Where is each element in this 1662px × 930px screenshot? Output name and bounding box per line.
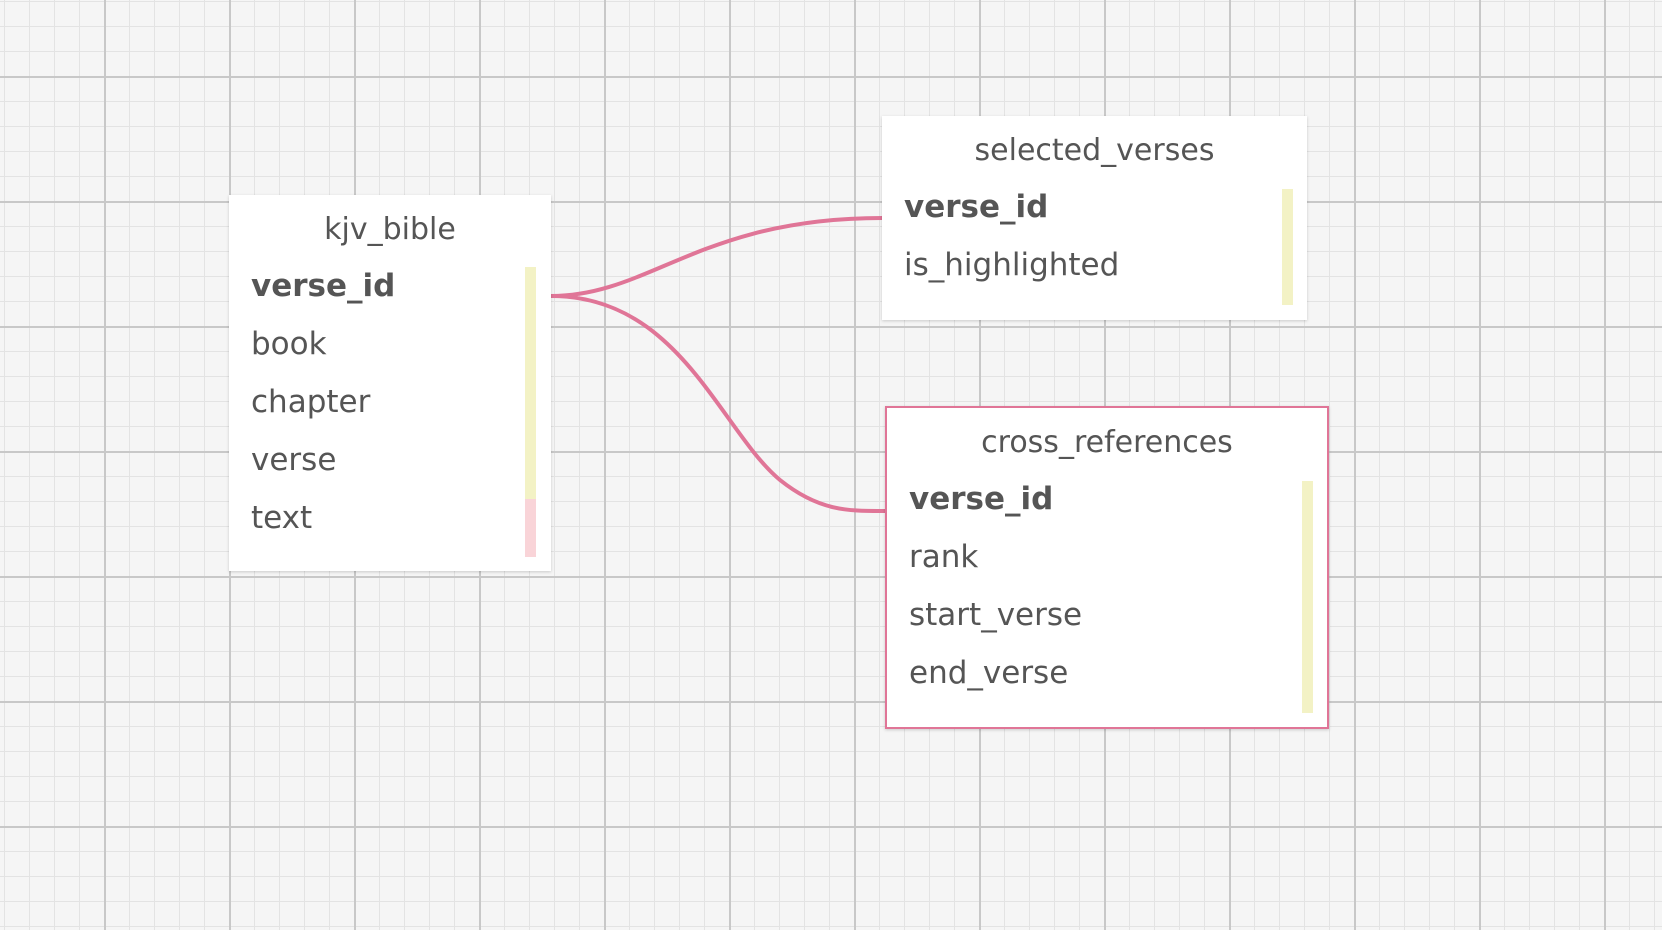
bar-segment [1282,247,1293,305]
field-end-verse[interactable]: end_verse [909,655,1069,691]
relation-kjv-bible-to-selected-verses[interactable] [550,216,883,298]
bar-segment [1282,189,1293,247]
table-title: selected_verses [974,133,1215,168]
field-verse[interactable]: verse [251,442,337,478]
table-title: cross_references [981,425,1233,460]
bar-segment [1302,597,1313,655]
field-text[interactable]: text [251,500,313,536]
field-rank[interactable]: rank [909,539,979,575]
table-title: kjv_bible [324,212,456,247]
field-verse-id[interactable]: verse_id [909,481,1054,517]
bar-segment [525,267,536,325]
field-chapter[interactable]: chapter [251,384,371,420]
bar-segment [525,441,536,499]
relation-kjv-bible-to-cross-references[interactable] [550,294,886,514]
bar-segment [525,499,536,557]
field-start-verse[interactable]: start_verse [909,597,1083,633]
field-list: verse_id is_highlighted [882,178,1307,294]
bar-segment [1302,539,1313,597]
field-verse-id[interactable]: verse_id [251,268,396,304]
bar-segment [1302,655,1313,713]
table-cross-references[interactable]: cross_references verse_id rank start_ver… [885,406,1329,729]
table-kjv-bible[interactable]: kjv_bible verse_id book chapter verse te… [229,195,551,571]
field-book[interactable]: book [251,326,327,362]
field-verse-id[interactable]: verse_id [904,189,1049,225]
field-list: verse_id rank start_verse end_verse [887,470,1327,702]
bar-segment [1302,481,1313,539]
field-is-highlighted[interactable]: is_highlighted [904,247,1120,283]
bar-segment [525,383,536,441]
bar-segment [525,325,536,383]
table-selected-verses[interactable]: selected_verses verse_id is_highlighted [882,116,1307,320]
field-list: verse_id book chapter verse text [229,257,551,547]
